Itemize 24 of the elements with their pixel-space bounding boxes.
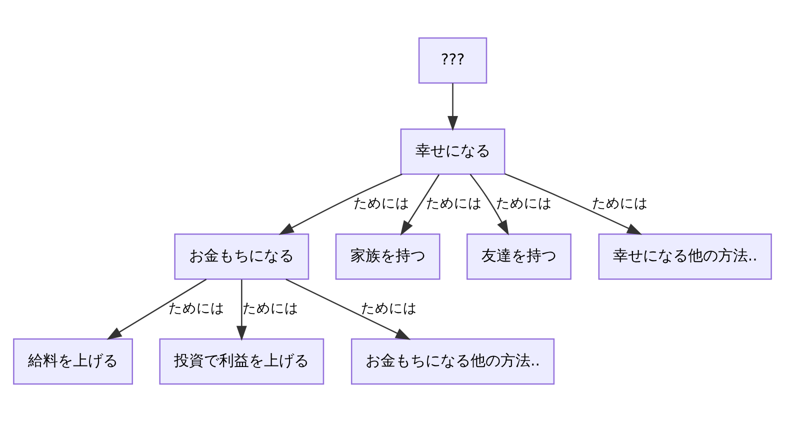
node-box: 幸せになる他の方法.. bbox=[598, 232, 772, 280]
edge-label: ためには bbox=[242, 300, 298, 316]
arrow bbox=[470, 173, 509, 235]
arrow bbox=[286, 278, 411, 340]
arrow bbox=[448, 82, 458, 131]
arrow bbox=[278, 173, 402, 234]
edge-label: ためには bbox=[354, 195, 410, 212]
edge-label: ためには bbox=[426, 195, 482, 212]
node-box: 家族を持つ bbox=[335, 232, 440, 280]
arrow bbox=[400, 174, 440, 236]
edge-label: ためには bbox=[361, 300, 418, 316]
node-box: お金もちになる bbox=[174, 232, 310, 280]
arrow bbox=[106, 278, 207, 340]
arrow bbox=[504, 172, 642, 234]
edge-label: ためには bbox=[496, 195, 552, 212]
node-box: 友達を持つ bbox=[466, 232, 572, 280]
node-box: 幸せになる bbox=[400, 128, 506, 174]
edge-label: ためには bbox=[592, 195, 648, 212]
node-box: ??? bbox=[418, 36, 488, 84]
edge-label: ためには bbox=[168, 300, 225, 316]
arrow bbox=[236, 279, 247, 340]
node-box: 給料を上げる bbox=[13, 338, 133, 384]
node-box: お金もちになる他の方法.. bbox=[350, 338, 555, 384]
node-box: 投資で利益を上げる bbox=[159, 338, 324, 384]
